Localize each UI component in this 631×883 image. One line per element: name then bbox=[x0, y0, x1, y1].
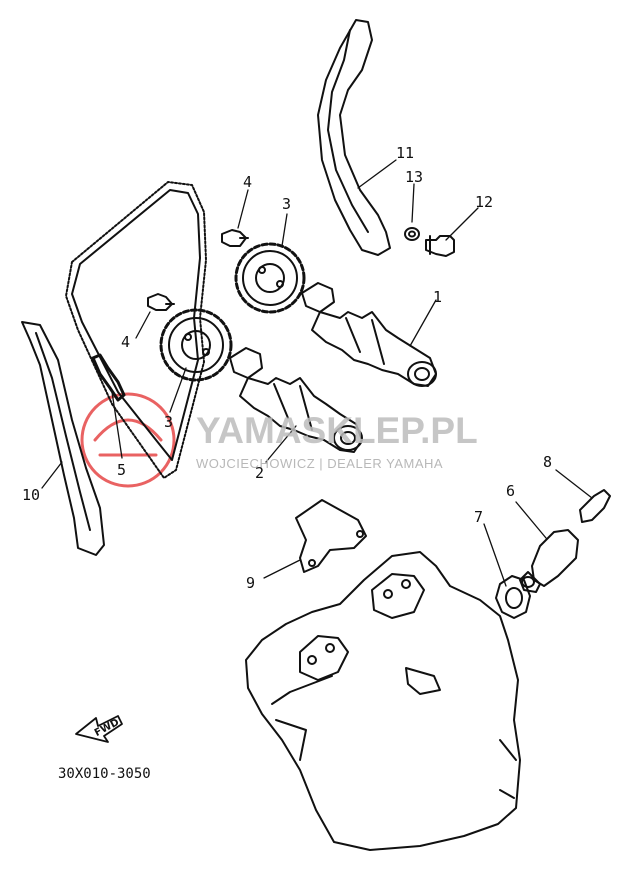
exhaust-camshaft bbox=[229, 347, 363, 453]
master-link bbox=[91, 353, 126, 402]
washer bbox=[404, 227, 420, 241]
guide-bolt bbox=[425, 235, 455, 257]
callout-3: 3 bbox=[282, 195, 291, 213]
watermark-brand: YAMASKLEP.PL bbox=[196, 410, 478, 451]
cylinder-head bbox=[245, 551, 521, 851]
cam-sprocket bbox=[234, 242, 306, 314]
sprocket-bolt bbox=[221, 229, 249, 247]
callout-2: 2 bbox=[255, 464, 264, 482]
callout-4: 4 bbox=[243, 173, 252, 191]
watermark-tagline: WOJCIECHOWICZ | DEALER YAMAHA bbox=[196, 456, 443, 471]
upper-chain-guide bbox=[317, 19, 391, 256]
forward-direction-arrow bbox=[75, 715, 123, 743]
cam-sprocket bbox=[159, 308, 233, 382]
callout-13: 13 bbox=[405, 168, 423, 186]
cam-chain bbox=[65, 181, 207, 479]
chain-guide-stopper bbox=[295, 499, 367, 573]
tensioner-gasket bbox=[495, 575, 531, 619]
callout-9: 9 bbox=[246, 574, 255, 592]
intake-camshaft bbox=[301, 282, 437, 387]
callout-7: 7 bbox=[474, 508, 483, 526]
callout-12: 12 bbox=[475, 193, 493, 211]
callout-5: 5 bbox=[117, 461, 126, 479]
callout-4: 4 bbox=[121, 333, 130, 351]
sprocket-bolt bbox=[147, 293, 175, 311]
callout-1: 1 bbox=[433, 288, 442, 306]
callout-11: 11 bbox=[396, 144, 414, 162]
leader-lines bbox=[41, 159, 593, 587]
callout-6: 6 bbox=[506, 482, 515, 500]
rear-chain-guide bbox=[21, 321, 105, 556]
cam-chain-tensioner bbox=[519, 529, 579, 593]
diagram-code: 30X010-3050 bbox=[58, 766, 151, 782]
callout-3: 3 bbox=[164, 413, 173, 431]
callout-8: 8 bbox=[543, 453, 552, 471]
callout-10: 10 bbox=[22, 486, 40, 504]
tensioner-bolt bbox=[579, 489, 611, 523]
